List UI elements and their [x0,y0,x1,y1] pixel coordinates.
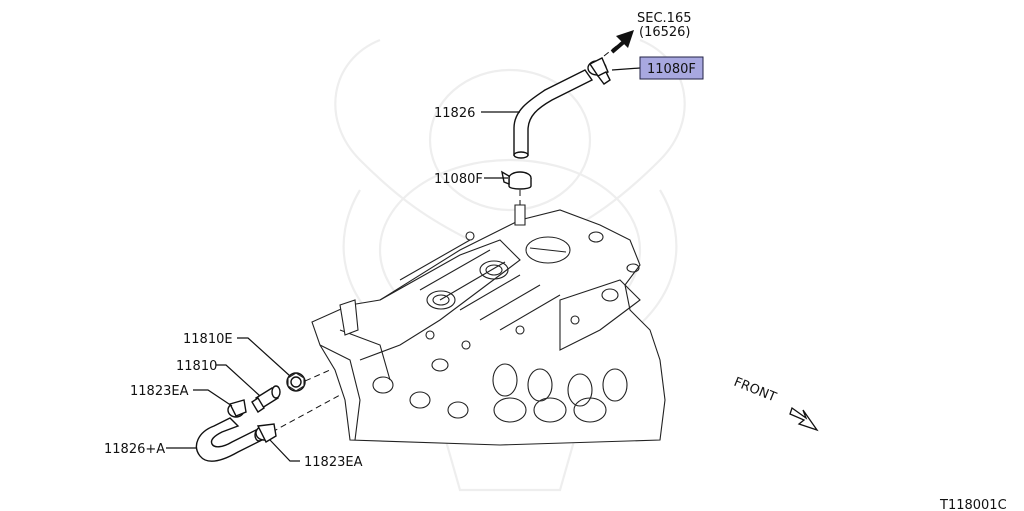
sec-ref-line2: (16526) [639,25,691,40]
callout-11810: 11810 [176,359,217,374]
callout-11080f-top: 11080F [647,62,696,77]
clamp-top [587,57,611,85]
callout-11810e: 11810E [183,332,233,347]
callout-11826: 11826 [434,106,475,121]
front-label: FRONT [732,375,779,406]
hose-11826 [513,69,594,159]
front-arrow-icon [789,406,819,432]
hose-11826a [195,417,264,462]
clamp-lower-right [255,423,277,443]
callout-highlight-box [639,56,704,80]
clamp-mid [501,170,532,190]
callout-11823ea-left: 11823EA [130,384,189,399]
sec-ref-line1: SEC.165 [637,11,692,26]
callout-11826a: 11826+A [104,442,165,457]
assembly-lines [271,190,521,433]
section-arrow [603,30,634,57]
clamp-lower-left [227,399,247,418]
engine-cylinder-head [311,204,666,446]
gasket-11810e [286,372,306,392]
callout-11823ea-right: 11823EA [304,455,363,470]
pcv-valve-11810 [251,385,281,413]
callout-11080f-mid: 11080F [434,172,483,187]
leader-lines [166,67,641,462]
illustration-code: T118001C [939,498,1007,511]
front-indicator: FRONT [732,375,819,432]
